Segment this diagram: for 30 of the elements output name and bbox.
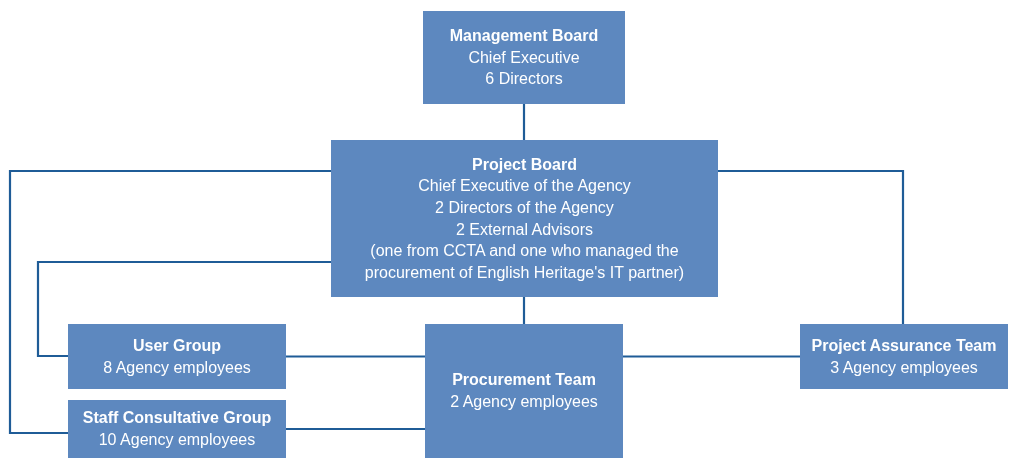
box-text: 3 Agency employees [830,357,978,378]
box-title: User Group [133,335,221,356]
box-title: Staff Consultative Group [82,408,272,429]
box-text: 6 Directors [485,69,563,90]
org-box [800,324,1008,389]
box-text: 2 Agency employees [450,392,598,412]
connector-line [522,104,526,140]
connector-line [36,260,331,358]
org-box [423,11,625,104]
box-text: Chief Executive of the Agency [418,176,631,197]
connector-line [718,169,905,324]
box-text: 8 Agency employees [103,357,251,378]
box-title: Management Board [449,26,599,47]
connector-line [286,355,425,358]
box-text: 10 Agency employees [98,430,256,450]
box-title: Project Assurance Team [811,335,997,356]
connector-line [623,355,800,358]
org-box [331,140,718,297]
connector-line [522,297,526,324]
box-text: Chief Executive [468,47,580,68]
box-text: (one from CCTA and one who managed the procurement of English Heritage's IT partner) [363,241,686,283]
connector-line [8,169,331,435]
box-text: 2 External Advisors [456,219,593,240]
connector-line [286,427,425,431]
org-box [68,400,286,458]
box-title: Project Board [472,154,577,175]
box-title: Procurement Team [452,370,596,391]
org-box [425,324,623,458]
box-text: 2 Directors of the Agency [435,197,614,218]
org-box [68,324,286,389]
